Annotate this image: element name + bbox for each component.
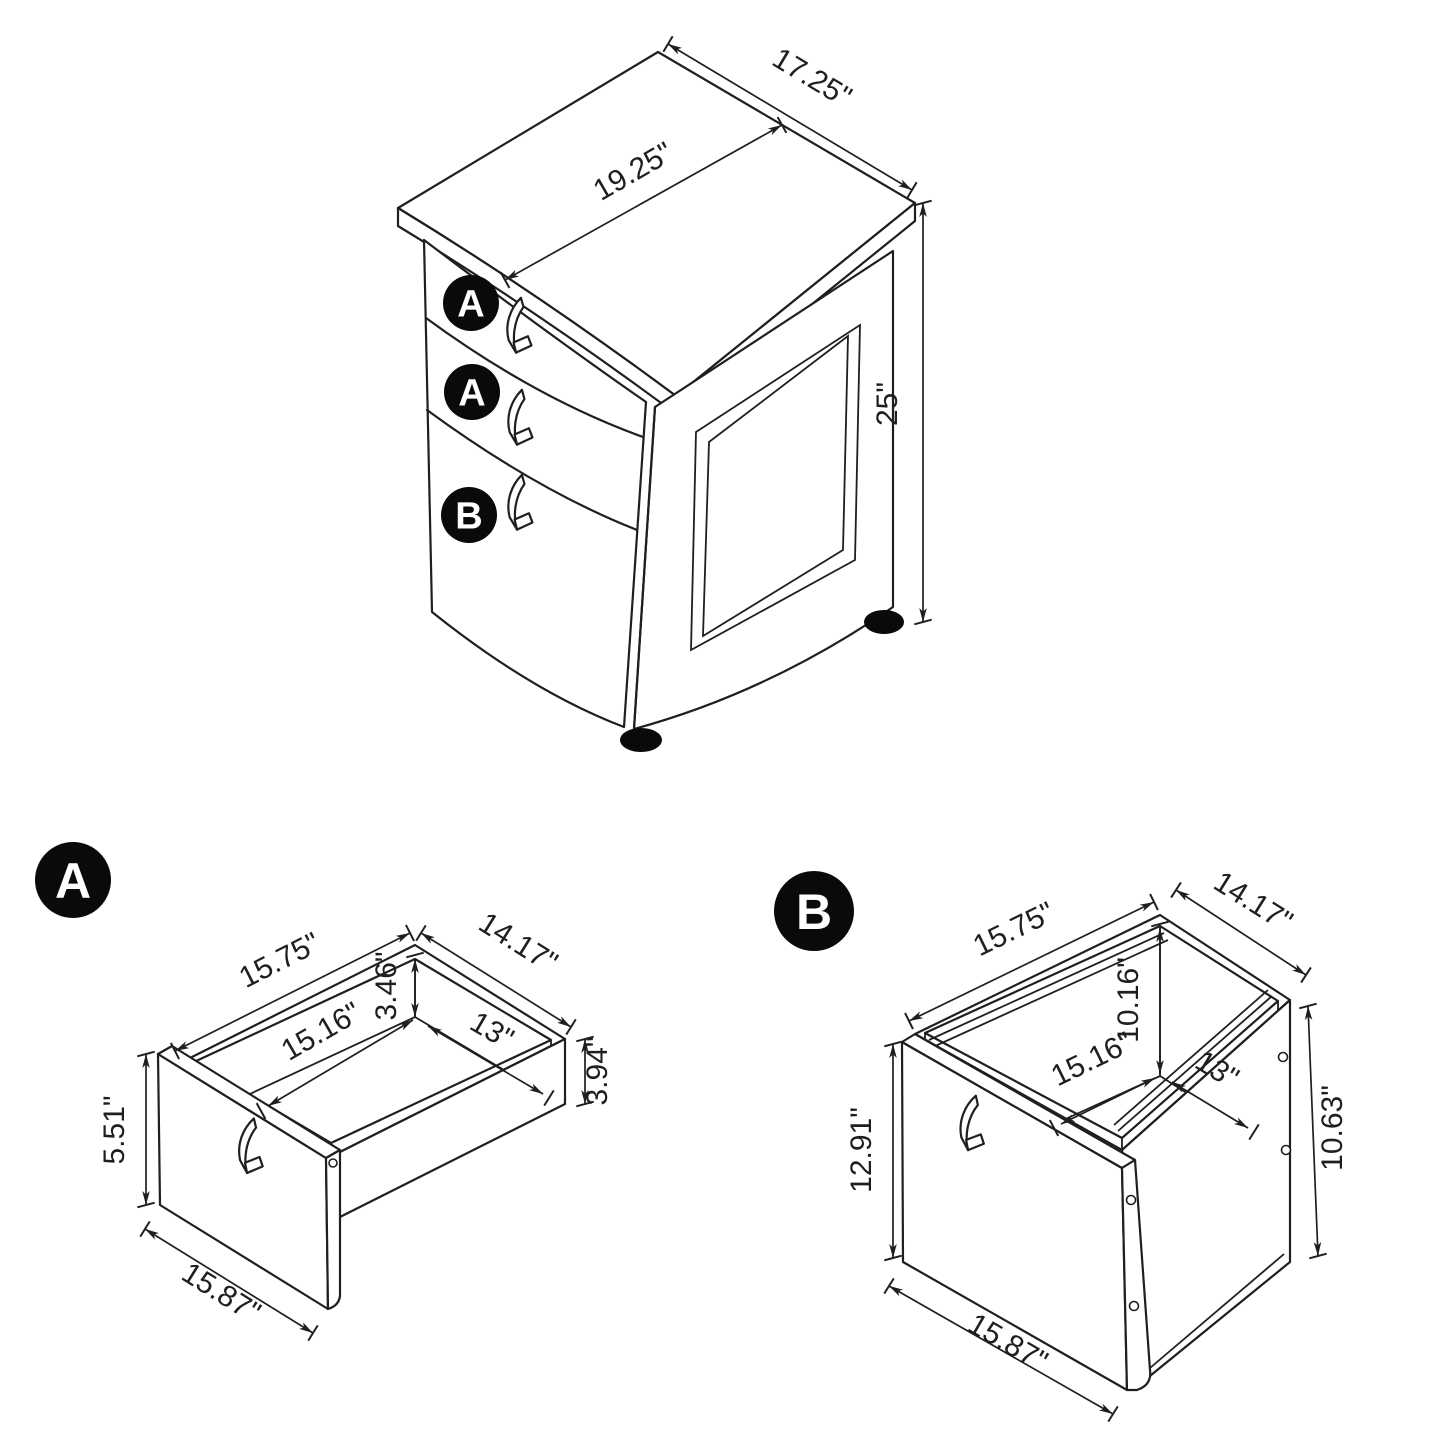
dim-label: 10.63" [1316,1085,1349,1171]
drawer-a-panel-right-edge [324,1148,342,1311]
dim-b-front-height: 12.91" [845,1040,902,1262]
dim-b-side-height: 10.63" [1299,1002,1349,1260]
screw-dot [1125,1194,1137,1206]
dim-label: 5.51" [98,1095,131,1164]
screw-dot [1277,1051,1289,1063]
screw-dot [1280,1144,1292,1156]
dim-label: 14.17" [473,906,563,979]
cabinet-badge-a2: A [444,364,500,420]
badge-circle [441,487,497,543]
drawer-divider-2 [425,408,639,532]
screw-dot [328,1158,338,1168]
drawer-a-badge: A [35,842,111,918]
drawer-b-bottom-edge [1149,1253,1285,1369]
badge-letter: A [55,853,91,909]
dim-a-inner-height: 3.46" [370,951,424,1021]
dim-label: 15.75" [234,926,325,994]
badge-letter: A [458,373,485,415]
cabinet-view: A A B 17.25" 19.25" 25" [396,35,932,752]
cabinet-badge-b: B [441,487,497,543]
screw-dot [1128,1300,1140,1312]
dim-label: 10.16" [1112,957,1145,1043]
leveling-foot-right [864,610,904,634]
cabinet-side-panel-outer [690,323,861,652]
dim-label: 15.75" [968,896,1060,963]
drawer-divider-1 [424,316,645,439]
dim-cabinet-height: 25" [871,199,932,626]
dim-label: 17.25" [767,42,857,114]
dim-label: 12.91" [845,1107,878,1193]
badge-circle [444,364,500,420]
dim-label: 3.94" [581,1036,614,1105]
badge-circle [35,842,111,918]
drawer-b-view: B 15.75" 14.17" [774,865,1349,1423]
badge-circle [774,871,854,951]
cabinet-side-panel-inner [702,334,849,638]
badge-letter: A [457,284,484,326]
dim-b-inner-height: 10.16" [1112,920,1169,1074]
dim-label: 25" [871,382,904,426]
badge-circle [443,275,499,331]
dim-label: 3.46" [370,951,403,1020]
dim-label: 14.17" [1208,865,1298,938]
dim-label: 15.87" [176,1256,266,1329]
drawer-b-badge: B [774,871,854,951]
dim-a-front-height: 5.51" [98,1050,155,1209]
cabinet-corner-post [632,405,657,731]
dim-a-side-height: 3.94" [576,1035,614,1108]
drawer-b-panel-right-edge [1120,1158,1152,1392]
badge-letter: B [796,884,832,940]
drawer-a-view: A 15.75" 14.17" 3.46" [35,842,614,1342]
leveling-foot-front [620,728,662,752]
cabinet-badge-a1: A [443,275,499,331]
badge-letter: B [455,496,482,538]
cabinet-front-face [422,238,648,729]
